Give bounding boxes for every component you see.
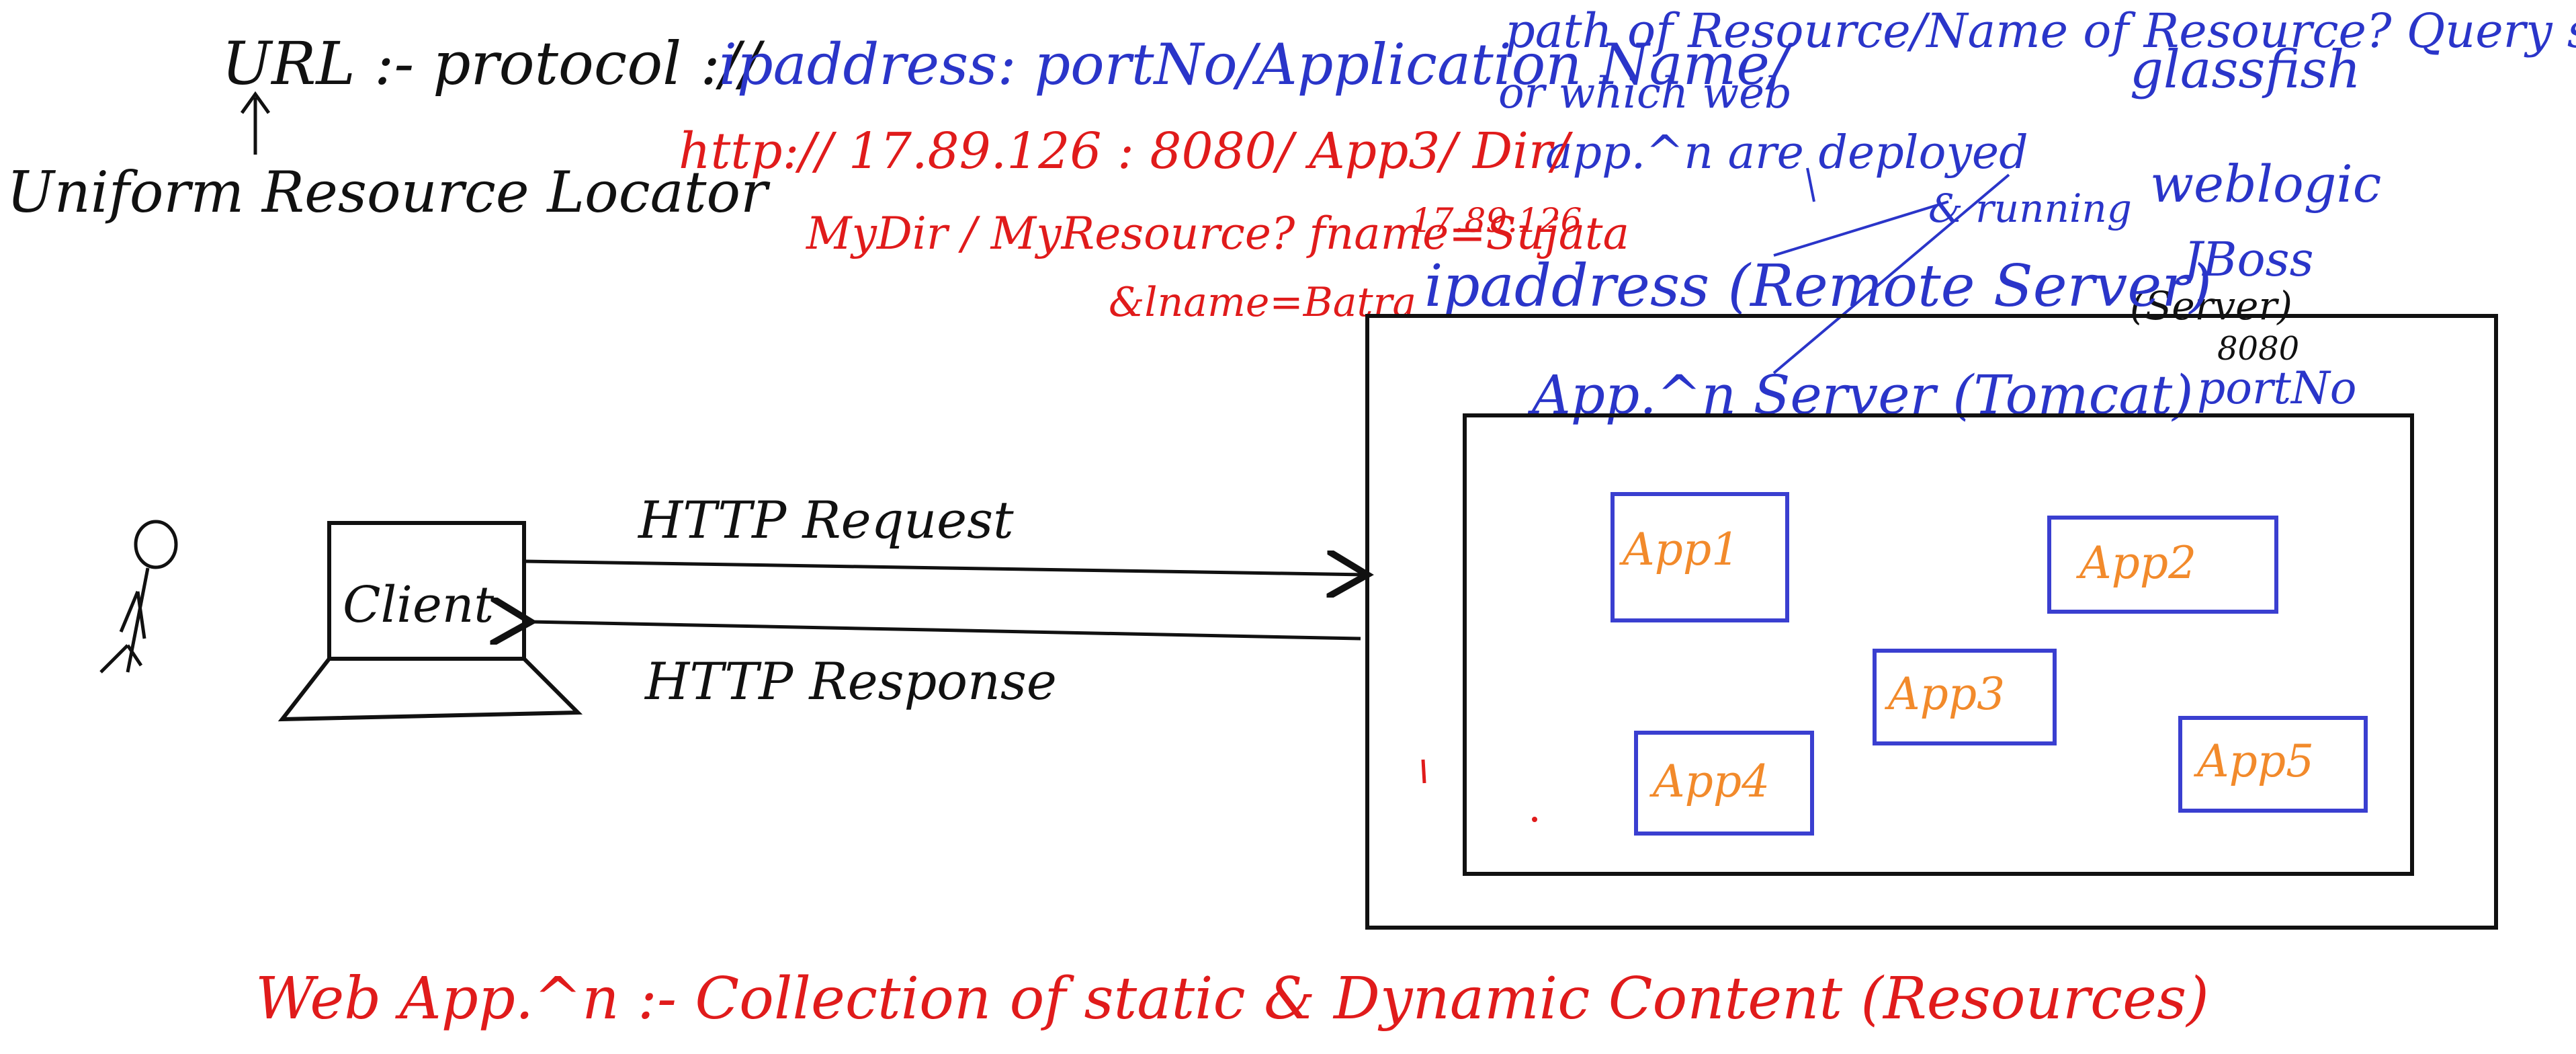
jboss-label: JBoss bbox=[2176, 232, 2314, 287]
url-label: URL :- protocol :// bbox=[222, 29, 765, 98]
request-arrow bbox=[523, 561, 1367, 575]
server-names: glassfish weblogic JBoss (Server) 8080 bbox=[2130, 40, 2381, 368]
stray-mark bbox=[1532, 817, 1537, 822]
url-path-part: path of Resource/Name of Resource? Query… bbox=[1505, 3, 2576, 58]
remote-server-label: ipaddress (Remote Server) bbox=[1424, 253, 2212, 320]
pointer-line bbox=[1773, 200, 1949, 257]
remote-server-box bbox=[1365, 314, 2498, 930]
app-box: App1 bbox=[1611, 492, 1789, 622]
example-url-line1: http:// 17.89.126 : 8080/ App3/ Dir/ bbox=[679, 122, 1573, 180]
up-arrow-head-icon bbox=[240, 91, 271, 114]
example-url: http:// 17.89.126 : 8080/ App3/ Dir/ MyD… bbox=[679, 122, 1629, 326]
stray-mark bbox=[1421, 759, 1426, 784]
port-label: portNo bbox=[2197, 362, 2357, 414]
stick-figure-icon bbox=[99, 520, 178, 674]
app-box: App3 bbox=[1873, 649, 2057, 745]
port-value-label: 8080 bbox=[2217, 330, 2299, 368]
example-ip-note: 17.89.126 bbox=[1411, 201, 1582, 240]
app-label: App3 bbox=[1884, 668, 2005, 720]
url-definition: URL :- protocol :// Uniform Resource Loc… bbox=[7, 29, 771, 225]
client-label: Client bbox=[343, 576, 494, 634]
app-label: App2 bbox=[2075, 537, 2196, 589]
url-blue-part: ipaddress: portNo/Application Name/ bbox=[719, 32, 1794, 97]
app-box: App4 bbox=[1634, 731, 1814, 836]
app-label: App5 bbox=[2193, 735, 2314, 787]
app-server-box bbox=[1463, 413, 2414, 876]
example-url-line2: MyDir / MyResource? fname=Sujata bbox=[806, 208, 1629, 259]
app-label: App4 bbox=[1649, 756, 1770, 807]
laptop-screen bbox=[327, 521, 526, 661]
running-label: & running bbox=[1928, 186, 2132, 231]
client-laptop: Client bbox=[277, 521, 583, 722]
app-box: App5 bbox=[2178, 716, 2368, 813]
response-label: HTTP Response bbox=[644, 651, 1057, 711]
pointer-line bbox=[1806, 167, 1815, 202]
response-arrow bbox=[531, 622, 1361, 639]
server-paren-label: (Server) bbox=[2130, 283, 2292, 329]
web-app-definition: Web App.^n :- Collection of static & Dyn… bbox=[255, 965, 2209, 1032]
weblogic-label: weblogic bbox=[2150, 154, 2381, 214]
laptop-base bbox=[277, 657, 583, 722]
app-label: App1 bbox=[1619, 524, 1740, 575]
url-acronym: Uniform Resource Locator bbox=[7, 159, 771, 225]
or-which-web: or which web bbox=[1498, 69, 1792, 118]
http-exchange: HTTP Request HTTP Response bbox=[524, 490, 1367, 711]
pointer-line bbox=[1772, 173, 2010, 374]
apps-deployed: app.^n are deployed bbox=[1545, 126, 2028, 179]
request-label: HTTP Request bbox=[637, 490, 1014, 550]
example-url-line3: &lname=Batra bbox=[1109, 279, 1416, 326]
url-components: ipaddress: portNo/Application Name/ path… bbox=[719, 3, 2576, 374]
glassfish-label: glassfish bbox=[2130, 40, 2361, 100]
app-box: App2 bbox=[2047, 516, 2278, 614]
